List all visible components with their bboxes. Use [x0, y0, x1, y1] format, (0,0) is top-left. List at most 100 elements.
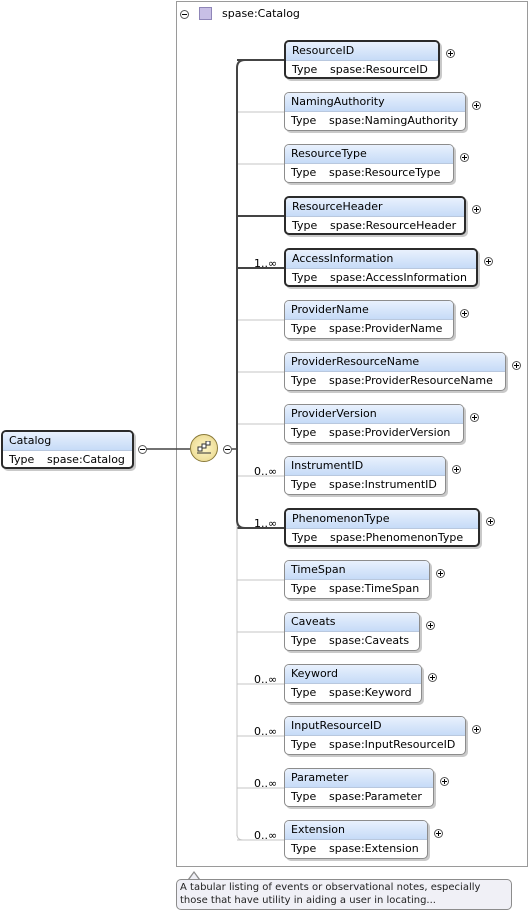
type-label: Type — [292, 531, 318, 544]
complex-type-icon — [199, 7, 212, 20]
expand-extension-icon[interactable] — [434, 829, 443, 838]
element-type: Type spase:ProviderVersion — [285, 424, 463, 442]
type-value: spase:NamingAuthority — [329, 114, 459, 127]
expand-caveats-icon[interactable] — [426, 621, 435, 630]
type-value: spase:Caveats — [329, 634, 410, 647]
spine-bottom-corner — [236, 519, 246, 529]
type-label: Type — [292, 271, 318, 284]
type-label: Type — [291, 374, 317, 387]
type-label: Type — [291, 686, 317, 699]
spine-end-corner — [236, 833, 244, 841]
element-type: Type spase:InputResourceID — [285, 736, 465, 754]
cardinality-label: 0..∞ — [254, 829, 278, 842]
type-label: Type — [291, 426, 317, 439]
type-label: Type — [291, 166, 317, 179]
element-type: Type spase:Caveats — [285, 632, 419, 650]
collapse-frame-icon[interactable] — [180, 10, 189, 19]
expand-resourceheader-icon[interactable] — [472, 205, 481, 214]
root-element-name: Catalog — [3, 432, 132, 451]
type-label: Type — [291, 582, 317, 595]
expand-parameter-icon[interactable] — [440, 777, 449, 786]
expand-resourcetype-icon[interactable] — [460, 153, 469, 162]
element-name: Keyword — [285, 665, 421, 684]
cardinality-label: 0..∞ — [254, 673, 278, 686]
collapse-root-icon[interactable] — [138, 445, 147, 454]
element-name: AccessInformation — [286, 250, 476, 269]
collapse-sequence-icon[interactable] — [223, 445, 232, 454]
cardinality-label: 0..∞ — [254, 777, 278, 790]
expand-namingauthority-icon[interactable] — [472, 101, 481, 110]
type-label: Type — [291, 738, 317, 751]
spine-top-corner — [236, 59, 246, 69]
expand-resourceid-icon[interactable] — [446, 49, 455, 58]
type-label: Type — [291, 114, 317, 127]
element-node-inputresourceid[interactable]: InputResourceID Type spase:InputResourceID — [284, 716, 466, 755]
type-label: Type — [291, 790, 317, 803]
element-node-resourceid[interactable]: ResourceID Type spase:ResourceID — [284, 40, 440, 79]
element-type: Type spase:NamingAuthority — [285, 112, 465, 130]
root-element-catalog[interactable]: Catalog Type spase:Catalog — [1, 430, 134, 469]
type-label: Type — [292, 219, 318, 232]
element-name: ProviderResourceName — [285, 353, 505, 372]
expand-timespan-icon[interactable] — [436, 569, 445, 578]
root-element-type: Type spase:Catalog — [3, 451, 132, 467]
element-name: ResourceType — [285, 145, 453, 164]
element-name: InstrumentID — [285, 457, 445, 476]
type-label: Type — [291, 322, 317, 335]
type-value: spase:ResourceID — [330, 63, 428, 76]
element-name: Caveats — [285, 613, 419, 632]
annotation-tooltip: A tabular listing of events or observati… — [176, 879, 512, 910]
element-type: Type spase:ResourceID — [286, 61, 438, 77]
cardinality-label: 0..∞ — [254, 725, 278, 738]
expand-inputresourceid-icon[interactable] — [472, 725, 481, 734]
type-label: Type — [291, 842, 317, 855]
element-name: Extension — [285, 821, 427, 840]
element-name: ProviderVersion — [285, 405, 463, 424]
expand-providername-icon[interactable] — [460, 309, 469, 318]
expand-phenomenontype-icon[interactable] — [486, 517, 495, 526]
type-label: Type — [291, 478, 317, 491]
expand-providerversion-icon[interactable] — [470, 413, 479, 422]
element-name: InputResourceID — [285, 717, 465, 736]
type-label: Type — [292, 63, 318, 76]
sequence-icon — [197, 441, 211, 454]
expand-instrumentid-icon[interactable] — [452, 465, 461, 474]
type-value: spase:InputResourceID — [329, 738, 456, 751]
frame-title: spase:Catalog — [222, 7, 300, 20]
type-value: spase:ProviderVersion — [329, 426, 451, 439]
expand-accessinformation-icon[interactable] — [484, 257, 493, 266]
expand-keyword-icon[interactable] — [428, 673, 437, 682]
type-value: spase:Extension — [329, 842, 419, 855]
type-label: Type — [9, 453, 35, 466]
type-label: Type — [291, 634, 317, 647]
element-name: ResourceID — [286, 42, 438, 61]
expand-providerresourcename-icon[interactable] — [512, 361, 521, 370]
type-value: spase:ResourceType — [329, 166, 441, 179]
type-value: spase:Catalog — [47, 453, 125, 466]
element-name: NamingAuthority — [285, 93, 465, 112]
element-type: Type spase:Extension — [285, 840, 427, 858]
element-name: PhenomenonType — [286, 510, 478, 529]
